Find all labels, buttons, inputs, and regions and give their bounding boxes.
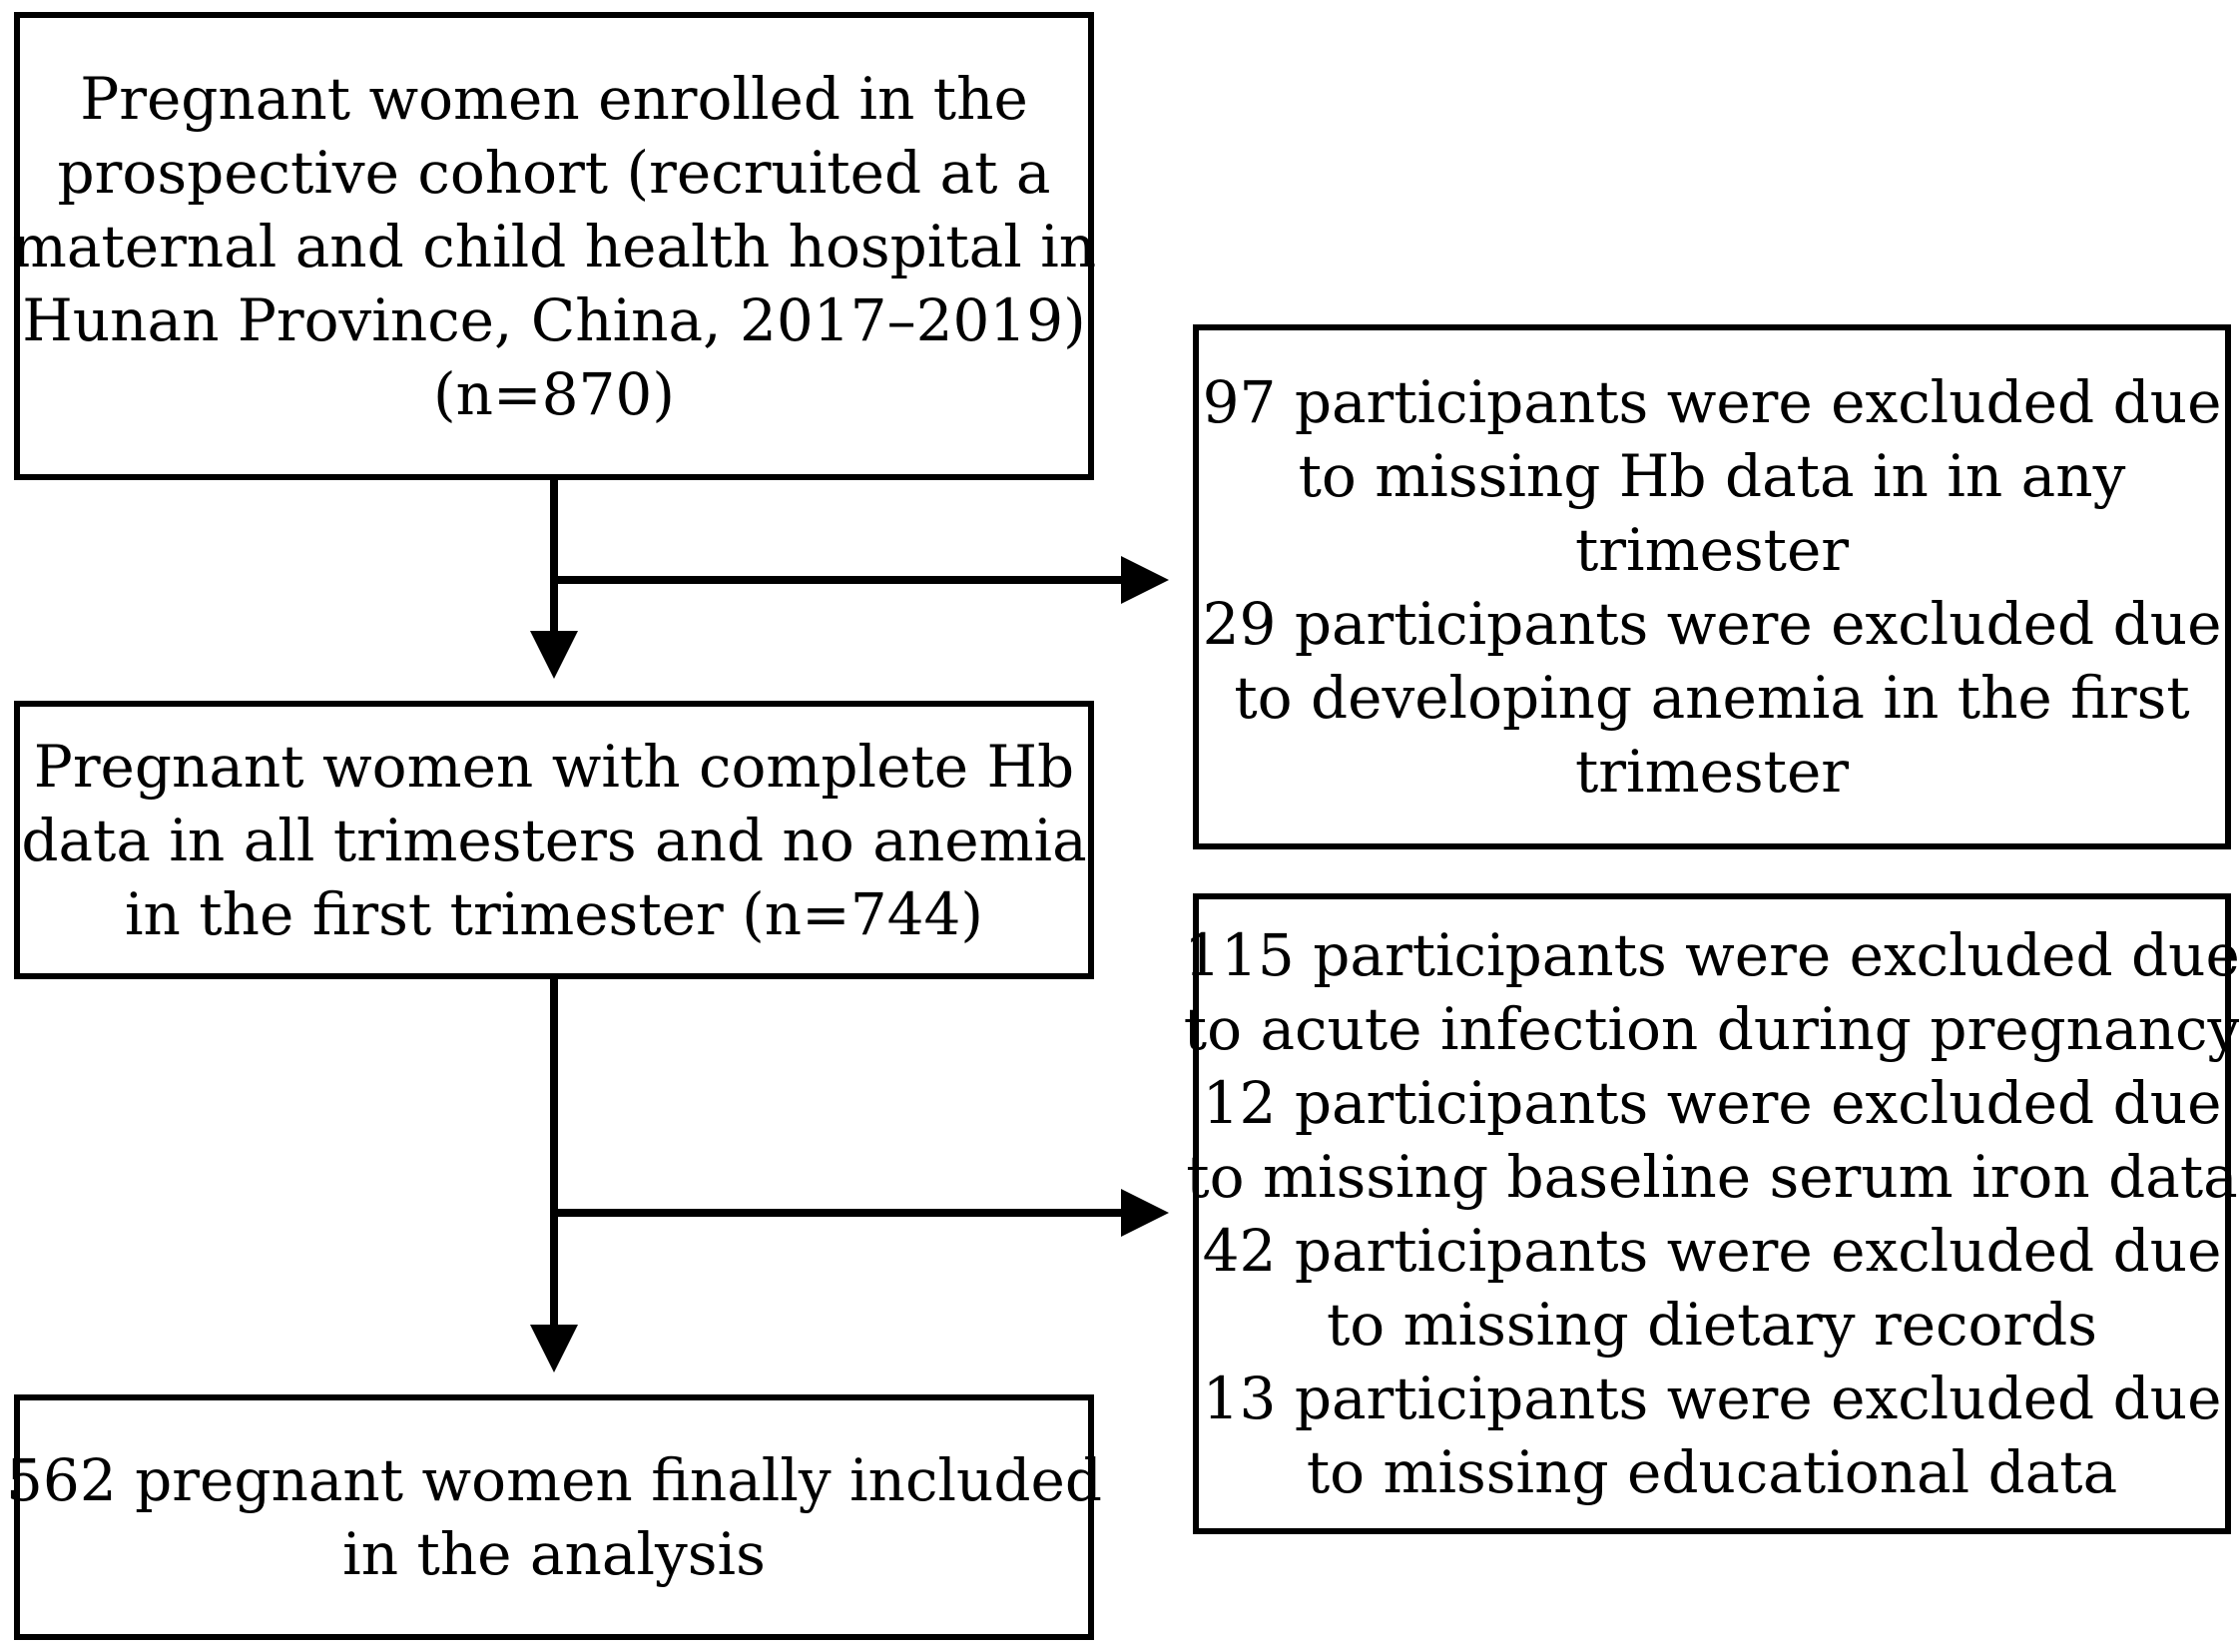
final-analysis-text: 562 pregnant women finally included in t…	[6, 1443, 1102, 1591]
exclusion-list-1: 97 participants were excluded due to mis…	[1203, 365, 2222, 809]
enrolled-text: Pregnant women enrolled in the prospecti…	[12, 62, 1096, 431]
enrolled-line: Pregnant women enrolled in the	[80, 64, 1028, 133]
exclusion-line: 12 participants were excluded due	[1202, 1069, 2222, 1137]
enrolled-line: maternal and child health hospital in	[11, 212, 1097, 280]
final-analysis-line: 562 pregnant women finally included	[6, 1446, 1102, 1514]
exclusion-line: 97 participants were excluded due	[1202, 368, 2222, 436]
enrolled-line: prospective cohort (recruited at a	[57, 138, 1051, 207]
complete-data-line: Pregnant women with complete Hb	[33, 732, 1075, 801]
exclusion-box-1: 97 participants were excluded due to mis…	[1193, 324, 2231, 849]
exclusion-line: to missing educational data	[1306, 1438, 2118, 1506]
complete-data-line: in the first trimester (n=744)	[124, 879, 984, 948]
final-analysis-line: in the analysis	[342, 1520, 766, 1588]
exclusion-line: to missing Hb data in in any	[1298, 442, 2126, 510]
complete-data-text: Pregnant women with complete Hb data in …	[21, 730, 1086, 951]
exclusion-line: to developing anemia in the first	[1234, 664, 2190, 732]
enrolled-box: Pregnant women enrolled in the prospecti…	[12, 12, 1096, 480]
exclusion-list-2: 115 participants were excluded due to ac…	[1184, 918, 2239, 1509]
exclusion-line: trimester	[1574, 516, 1850, 584]
exclusion-line: 115 participants were excluded due	[1184, 921, 2239, 989]
exclusion-line: 13 participants were excluded due	[1202, 1365, 2222, 1432]
exclusion-line: 42 participants were excluded due	[1202, 1217, 2222, 1285]
exclusion-line: to acute infection during pregnancy	[1183, 995, 2239, 1063]
exclusion-item: 13 participants were excluded due to mis…	[1203, 1362, 2222, 1509]
exclusion-line: to missing dietary records	[1326, 1291, 2098, 1359]
exclusion-item: 115 participants were excluded due to ac…	[1184, 918, 2239, 1066]
exclusion-item: 97 participants were excluded due to mis…	[1203, 365, 2222, 587]
complete-data-box: Pregnant women with complete Hb data in …	[14, 701, 1094, 979]
exclusion-item: 29 participants were excluded due to dev…	[1203, 587, 2222, 809]
final-analysis-box: 562 pregnant women finally included in t…	[6, 1394, 1102, 1640]
enrolled-count: (n=870)	[433, 359, 675, 428]
exclusion-line: to missing baseline serum iron data	[1186, 1143, 2238, 1211]
exclusion-line: 29 participants were excluded due	[1202, 590, 2222, 658]
complete-data-line: data in all trimesters and no anemia	[21, 806, 1087, 874]
exclusion-line: trimester	[1574, 738, 1850, 806]
exclusion-item: 42 participants were excluded due to mis…	[1203, 1214, 2222, 1362]
enrolled-line: Hunan Province, China, 2017–2019)	[22, 285, 1086, 354]
exclusion-item: 12 participants were excluded due to mis…	[1186, 1066, 2237, 1214]
exclusion-box-2: 115 participants were excluded due to ac…	[1184, 893, 2239, 1534]
